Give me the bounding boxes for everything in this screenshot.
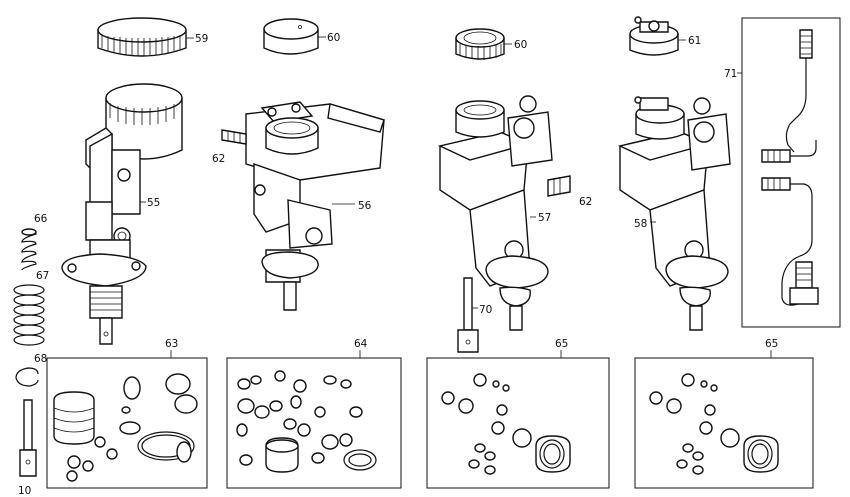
callout-65: 65 bbox=[555, 338, 568, 350]
callout-56: 56 bbox=[358, 200, 372, 212]
callout-62-left: 62 bbox=[212, 153, 225, 165]
part-pushrod bbox=[19, 399, 37, 477]
callout-61: 61 bbox=[688, 35, 701, 47]
kit-65-box-second bbox=[634, 357, 814, 489]
part-55-master-cylinder bbox=[61, 83, 183, 345]
kit-64-box bbox=[226, 357, 402, 489]
kit-63-box bbox=[46, 357, 208, 489]
callout-65-second: 65 bbox=[765, 338, 778, 350]
callout-64: 64 bbox=[354, 338, 368, 350]
kit-65-parts-second bbox=[649, 373, 779, 475]
callout-68: 68 bbox=[34, 353, 47, 365]
callout-71: 71 bbox=[724, 68, 737, 80]
callout-66: 66 bbox=[34, 213, 48, 225]
callout-67: 67 bbox=[36, 270, 49, 282]
callout-63: 63 bbox=[165, 338, 178, 350]
kit-65-parts bbox=[441, 373, 571, 475]
callout-58: 58 bbox=[634, 218, 647, 230]
brake-pipe-assembly bbox=[761, 29, 819, 306]
callout-10: 10 bbox=[18, 485, 31, 497]
callout-57: 57 bbox=[538, 212, 551, 224]
part-60-cap-ribbed bbox=[455, 28, 512, 60]
kit-65-box bbox=[426, 357, 610, 489]
part-59-reservoir-cap bbox=[97, 17, 194, 57]
callout-62-right: 62 bbox=[579, 196, 592, 208]
callout-60-second: 60 bbox=[514, 39, 527, 51]
part-60-cap-plain bbox=[263, 18, 326, 55]
part-56-master-cylinder bbox=[221, 101, 385, 311]
part-61-cap-with-switch bbox=[629, 16, 686, 56]
part-66-spring bbox=[21, 228, 37, 271]
kit-63-parts bbox=[53, 373, 198, 482]
part-57-master-cylinder bbox=[437, 95, 571, 353]
callout-60: 60 bbox=[327, 32, 340, 44]
part-58-master-cylinder bbox=[617, 96, 731, 331]
callout-59: 59 bbox=[195, 33, 208, 45]
callout-70: 70 bbox=[479, 304, 492, 316]
kit-64-parts bbox=[236, 370, 377, 473]
part-71-pipe-box bbox=[741, 17, 841, 328]
callout-55: 55 bbox=[147, 197, 160, 209]
part-68-circlip bbox=[15, 367, 39, 387]
part-67-spring bbox=[13, 284, 45, 346]
